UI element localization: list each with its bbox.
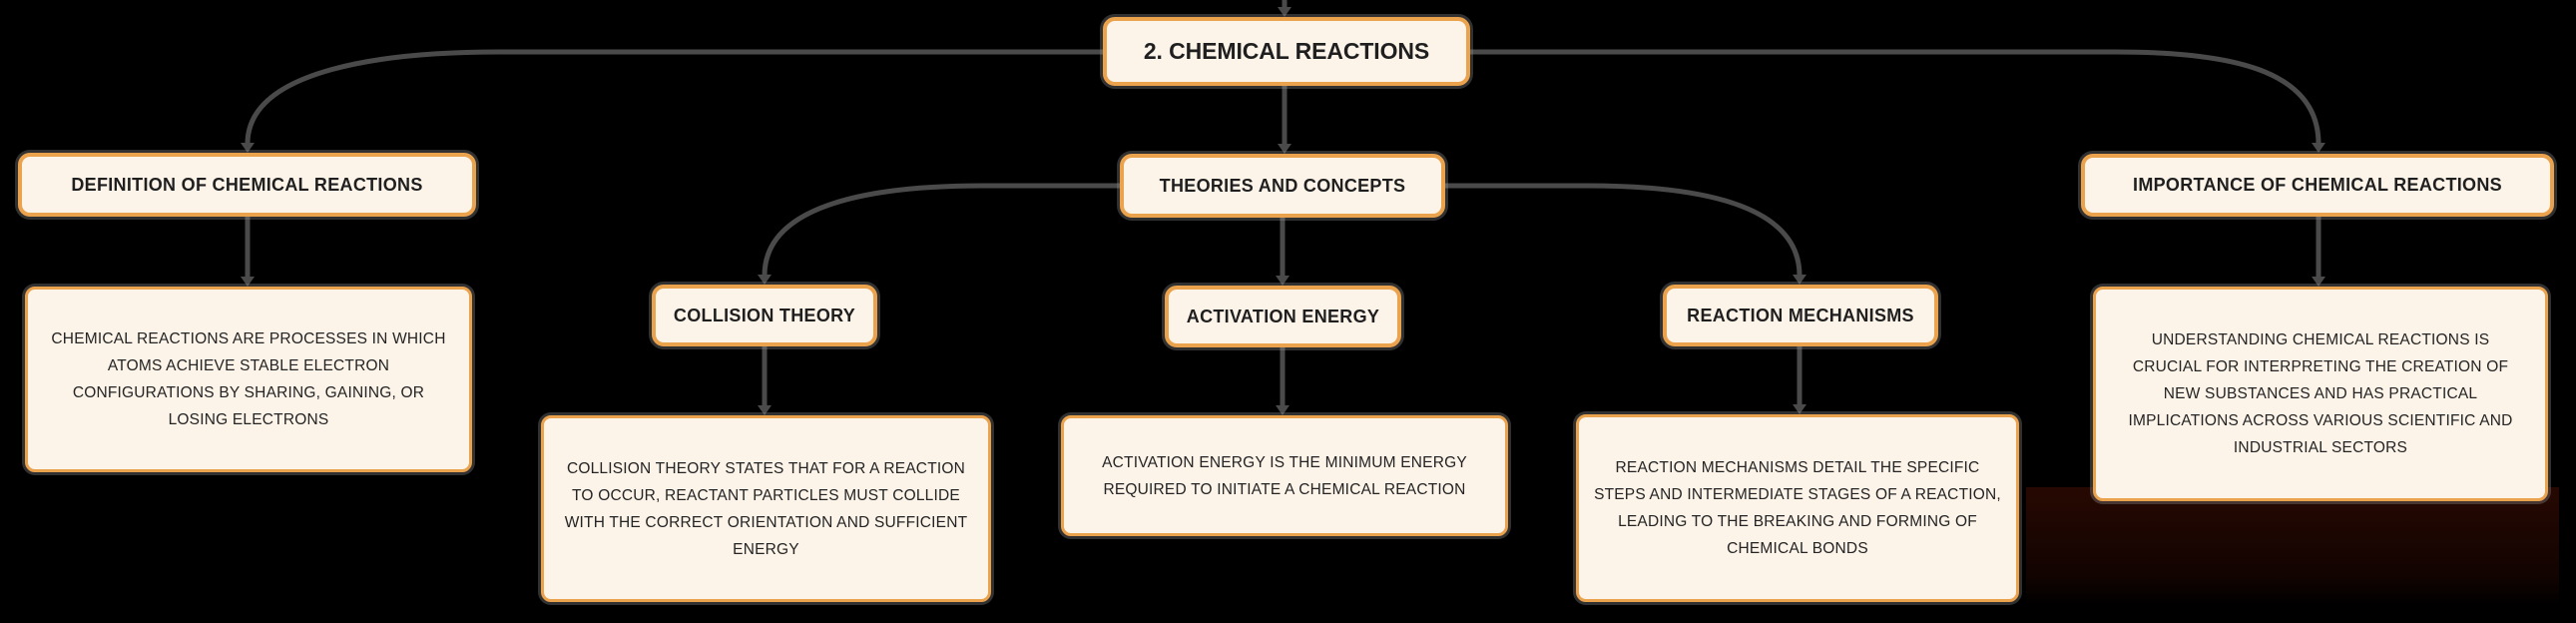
arrowhead-importance-description [2312, 277, 2325, 287]
branch-node-definition[interactable]: DEFINITION OF CHEMICAL REACTIONS [18, 153, 476, 217]
connector-theories-to-mechanisms [1445, 183, 1803, 277]
connector-root-to-definition [245, 49, 1103, 145]
child-node-reaction-mechanisms[interactable]: REACTION MECHANISMS [1663, 285, 1938, 346]
arrowhead-definition-description [241, 277, 255, 287]
connector-theories-to-collision [762, 183, 1120, 277]
child-node-collision-theory[interactable]: COLLISION THEORY [652, 285, 877, 346]
arrowhead-activation-description [1276, 405, 1289, 415]
arrowhead-root [1278, 7, 1291, 17]
child-node-activation-energy[interactable]: ACTIVATION ENERGY [1165, 286, 1401, 347]
connector-root-to-importance [1470, 49, 2321, 145]
arrowhead-collision-description [758, 405, 772, 415]
arrowhead-theories [1278, 144, 1291, 154]
root-node-chemical-reactions[interactable]: 2. CHEMICAL REACTIONS [1103, 17, 1470, 86]
description-box-importance[interactable]: UNDERSTANDING CHEMICAL REACTIONS IS CRUC… [2093, 287, 2548, 501]
branch-node-theories-and-concepts[interactable]: THEORIES AND CONCEPTS [1120, 154, 1445, 218]
arrowhead-mechanisms [1793, 275, 1806, 285]
arrowhead-importance [2312, 143, 2325, 153]
arrowhead-collision [758, 275, 772, 285]
arrowhead-activation [1276, 276, 1289, 286]
arrowhead-definition [241, 143, 255, 153]
description-box-activation-energy[interactable]: ACTIVATION ENERGY IS THE MINIMUM ENERGY … [1061, 415, 1508, 536]
description-box-reaction-mechanisms[interactable]: REACTION MECHANISMS DETAIL THE SPECIFIC … [1576, 414, 2019, 602]
branch-node-importance[interactable]: IMPORTANCE OF CHEMICAL REACTIONS [2081, 154, 2554, 217]
description-box-collision-theory[interactable]: COLLISION THEORY STATES THAT FOR A REACT… [541, 415, 991, 602]
arrowhead-mechanisms-description [1793, 404, 1806, 414]
description-box-definition[interactable]: CHEMICAL REACTIONS ARE PROCESSES IN WHIC… [25, 287, 472, 472]
